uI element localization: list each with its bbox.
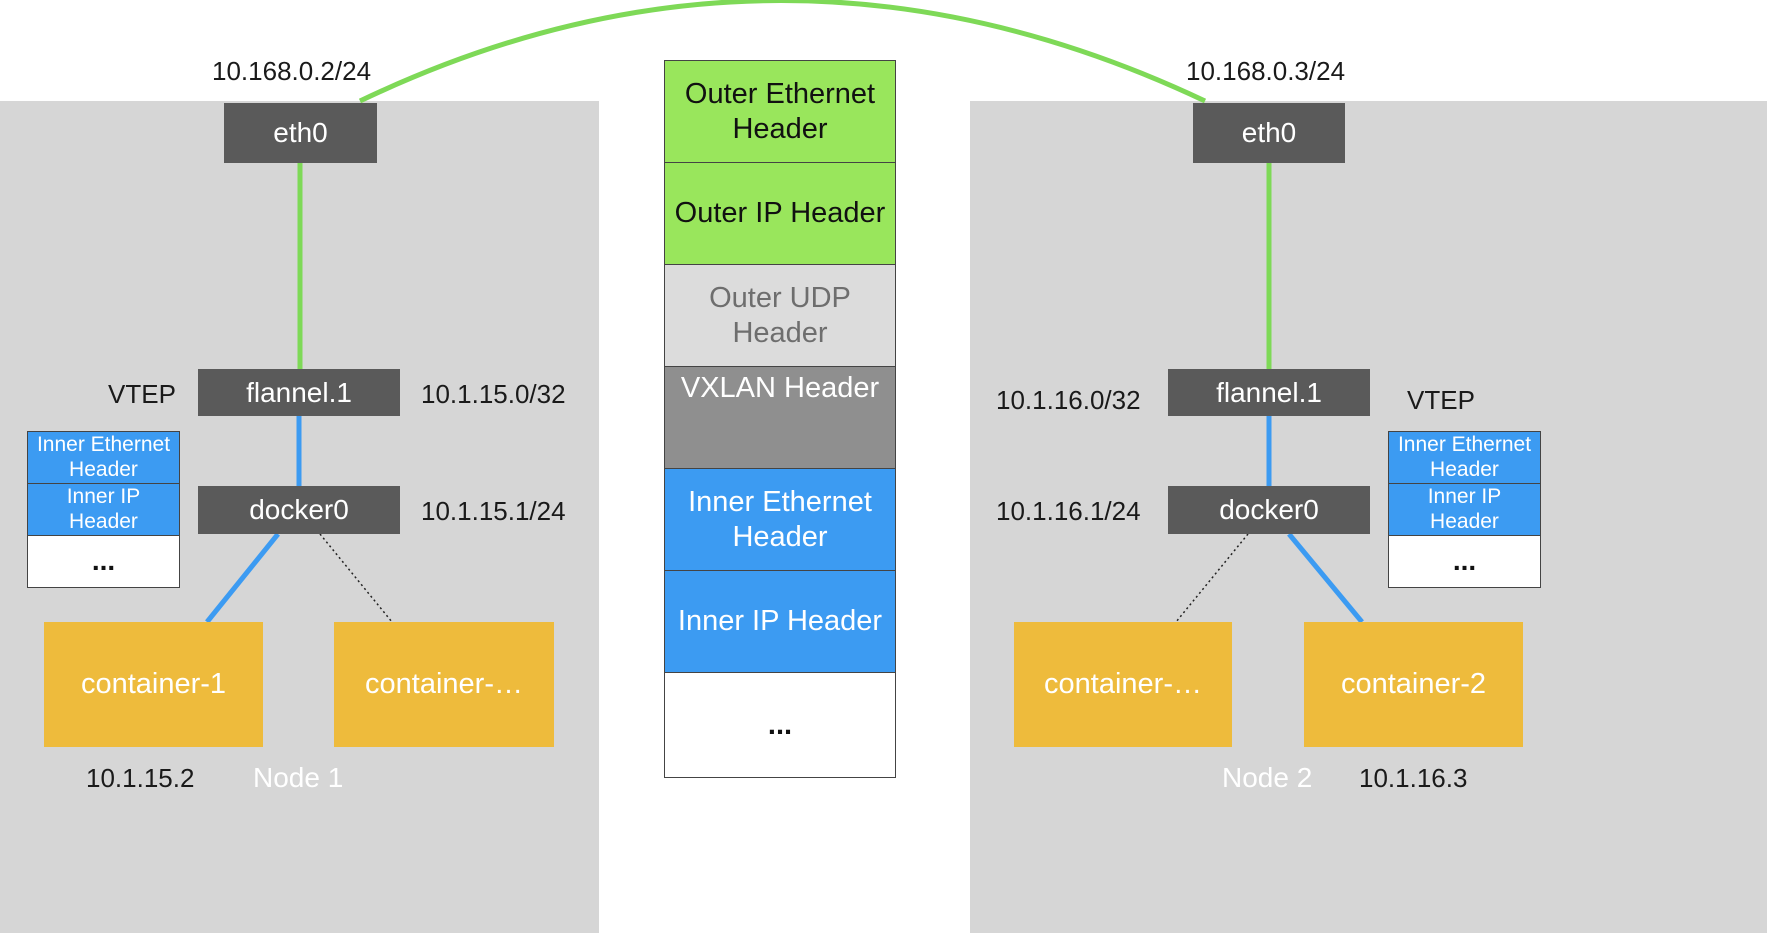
node1-title: Node 1 — [253, 762, 344, 793]
node2-docker0-ip: 10.1.16.1/24 — [996, 496, 1141, 526]
node2-title: Node 2 — [1222, 762, 1313, 793]
node1-stack-inner-ethernet: Inner Ethernet Header — [28, 432, 179, 484]
packet-vxlan-header: VXLAN Header — [665, 367, 895, 469]
node2-docker-containerx-link — [1175, 533, 1249, 623]
node1-container-more[interactable]: container-… — [334, 622, 554, 747]
node2-packet-stack: Inner Ethernet Header Inner IP Header ..… — [1388, 431, 1541, 588]
packet-outer-ip-header: Outer IP Header — [665, 163, 895, 265]
packet-outer-udp-header: Outer UDP Header — [665, 265, 895, 367]
packet-inner-ethernet-header: Inner Ethernet Header — [665, 469, 895, 571]
node2-docker0[interactable]: docker0 — [1168, 486, 1370, 534]
node2-vtep-label: VTEP — [1407, 385, 1475, 415]
eth0-tunnel-link — [358, 0, 1207, 104]
node2-stack-ellipsis: ... — [1389, 536, 1540, 587]
node1-container-ip: 10.1.15.2 — [86, 763, 195, 793]
node1-flannel[interactable]: flannel.1 — [198, 369, 400, 416]
node2-eth0[interactable]: eth0 — [1193, 103, 1345, 163]
node1-flannel-ip: 10.1.15.0/32 — [421, 379, 566, 409]
node1-stack-inner-ip: Inner IP Header — [28, 484, 179, 536]
node1-stack-ellipsis: ... — [28, 536, 179, 587]
packet-outer-ethernet-header: Outer Ethernet Header — [665, 61, 895, 163]
node1-eth0-ip: 10.168.0.2/24 — [212, 56, 372, 86]
node2-docker-container2-link — [1287, 532, 1364, 624]
node1-docker-containerx-link — [319, 533, 393, 623]
node2-container-more[interactable]: container-… — [1014, 622, 1232, 747]
node1-docker-container1-link — [205, 532, 280, 624]
node2-flannel[interactable]: flannel.1 — [1168, 369, 1370, 416]
node2-container-ip: 10.1.16.3 — [1359, 763, 1468, 793]
node1-docker0[interactable]: docker0 — [198, 486, 400, 534]
node1-vtep-label: VTEP — [108, 379, 176, 409]
vxlan-packet: Outer Ethernet Header Outer IP Header Ou… — [664, 60, 896, 778]
node1-packet-stack: Inner Ethernet Header Inner IP Header ..… — [27, 431, 180, 588]
node2-eth0-ip: 10.168.0.3/24 — [1186, 56, 1346, 86]
packet-ellipsis: ... — [665, 673, 895, 777]
node2-stack-inner-ip: Inner IP Header — [1389, 484, 1540, 536]
packet-inner-ip-header: Inner IP Header — [665, 571, 895, 673]
node2-stack-inner-ethernet: Inner Ethernet Header — [1389, 432, 1540, 484]
node1-container-1[interactable]: container-1 — [44, 622, 263, 747]
node2-container-2[interactable]: container-2 — [1304, 622, 1523, 747]
node1-eth0[interactable]: eth0 — [224, 103, 377, 163]
node2-flannel-ip: 10.1.16.0/32 — [996, 385, 1141, 415]
node1-docker0-ip: 10.1.15.1/24 — [421, 496, 566, 526]
